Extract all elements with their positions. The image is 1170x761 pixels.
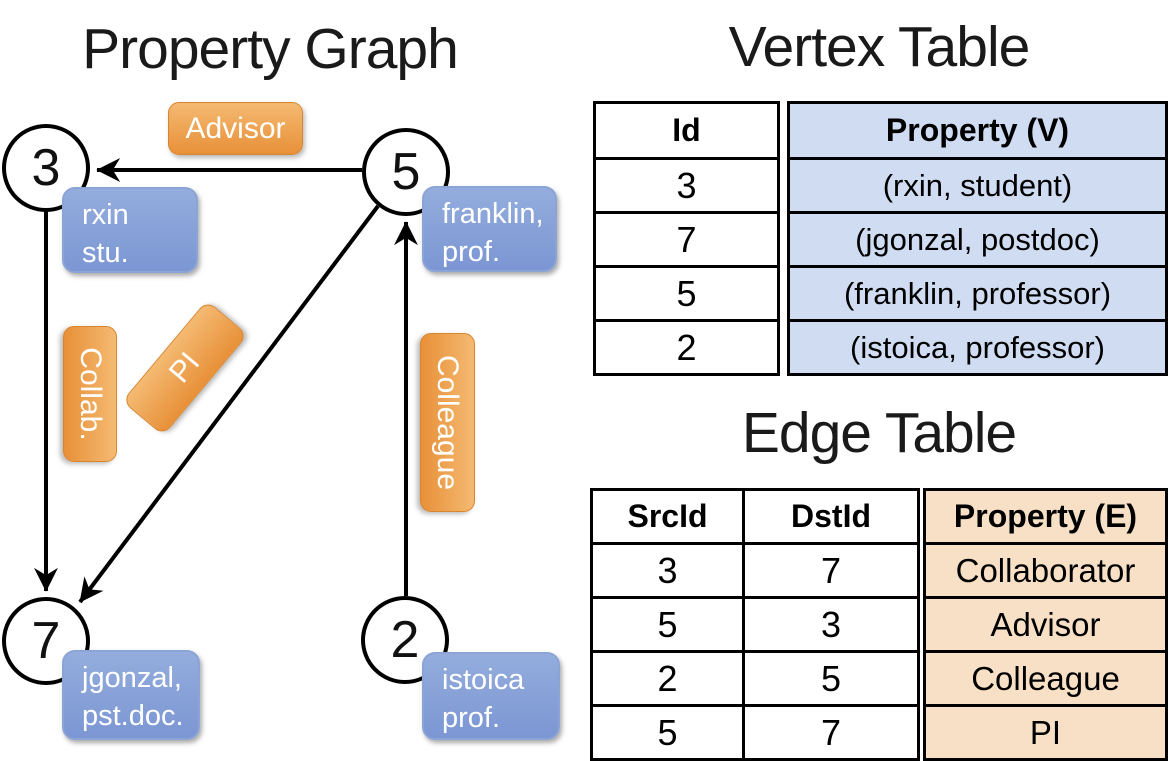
vertex-property-box-franklin: franklin, prof. (422, 186, 557, 272)
edge-table-cell-property: Advisor (923, 596, 1168, 653)
vertex-property-line: prof. (442, 702, 501, 734)
vertex-table-cell-property: (franklin, professor) (787, 265, 1168, 322)
vertex-table-cell-id: 3 (593, 157, 780, 214)
graph-node-5: 5 (362, 128, 450, 216)
node-3-id: 3 (31, 139, 61, 197)
vertex-property-line: franklin, (442, 198, 544, 230)
edge-table-cell-dstid: 5 (742, 650, 920, 707)
edge-table-cell-property: PI (923, 704, 1168, 761)
node-2-id: 2 (390, 611, 420, 669)
vertex-table-cell-id: 2 (593, 319, 780, 376)
vertex-table-id-column: Id 3 7 5 2 (593, 101, 780, 376)
edge-table-cell-dstid: 3 (742, 596, 920, 653)
edge-table-cell-dstid: 7 (742, 704, 920, 761)
node-7-id: 7 (31, 612, 61, 670)
edge-table-cell-property: Colleague (923, 650, 1168, 707)
edge-table-cell-srcid: 5 (590, 704, 745, 761)
vertex-table-cell-property: (jgonzal, postdoc) (787, 211, 1168, 268)
vertex-property-line: stu. (82, 237, 129, 269)
vertex-property-line: rxin (82, 199, 129, 231)
vertex-table-cell-property: (istoica, professor) (787, 319, 1168, 376)
vertex-property-line: pst.doc. (82, 700, 184, 732)
edge-table-property-column: Property (E) Collaborator Advisor Collea… (923, 488, 1168, 761)
edge-table-header-srcid: SrcId (590, 488, 745, 545)
vertex-property-box-istoica: istoica prof. (422, 652, 560, 740)
edge-label-pi: PI (121, 300, 249, 436)
edge-table-cell-dstid: 7 (742, 542, 920, 599)
vertex-table-cell-property: (rxin, student) (787, 157, 1168, 214)
vertex-table-header-property: Property (V) (787, 101, 1168, 160)
graph-node-3: 3 (2, 124, 90, 212)
vertex-property-box-rxin: rxin stu. (62, 187, 198, 273)
vertex-table-title: Vertex Table (728, 15, 1031, 79)
property-graph-title: Property Graph (82, 17, 459, 81)
vertex-table-header-id: Id (593, 101, 780, 160)
edge-table-cell-srcid: 3 (590, 542, 745, 599)
edge-table-header-dstid: DstId (742, 488, 920, 545)
vertex-table-cell-id: 7 (593, 211, 780, 268)
vertex-table-cell-id: 5 (593, 265, 780, 322)
node-5-id: 5 (391, 143, 421, 201)
vertex-property-box-jgonzal: jgonzal, pst.doc. (62, 650, 200, 740)
vertex-property-line: jgonzal, (82, 662, 182, 694)
edge-label-collab: Collab. (63, 326, 117, 462)
edge-table-title: Edge Table (741, 401, 1017, 465)
vertex-table-property-column: Property (V) (rxin, student) (jgonzal, p… (787, 101, 1168, 376)
edge-table-cell-srcid: 5 (590, 596, 745, 653)
edge-label-colleague: Colleague (420, 333, 475, 512)
vertex-property-line: prof. (442, 236, 501, 268)
edge-table-cell-property: Collaborator (923, 542, 1168, 599)
vertex-property-line: istoica (442, 664, 525, 696)
edge-table-header-property: Property (E) (923, 488, 1168, 545)
edge-table-cell-srcid: 2 (590, 650, 745, 707)
edge-label-advisor: Advisor (168, 102, 303, 155)
edge-table-id-columns: SrcId DstId 3 7 5 3 2 5 5 7 (590, 488, 920, 761)
